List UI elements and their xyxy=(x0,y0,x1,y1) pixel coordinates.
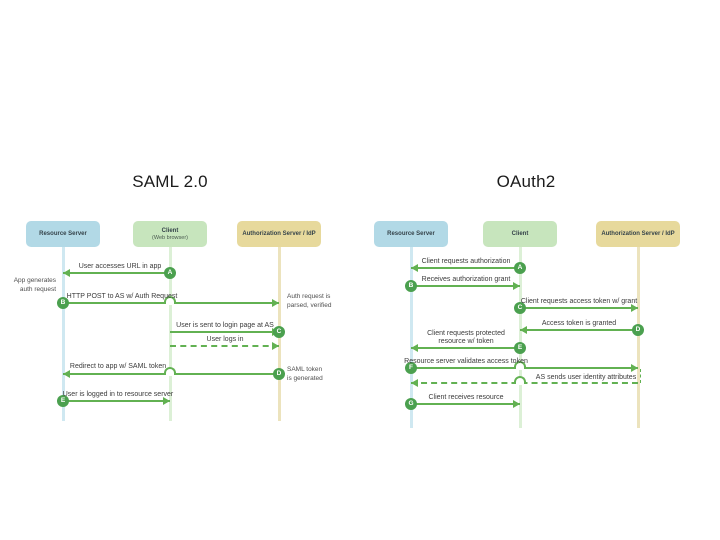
side-note: SAML token is generated xyxy=(287,365,351,383)
actor-label: Resource Server xyxy=(387,231,435,237)
step-badge-a: A xyxy=(514,262,526,274)
side-note: Auth request is parsed, verified xyxy=(287,292,351,310)
message-label: AS sends user identity attributes xyxy=(535,374,637,381)
lifeline-resource-server xyxy=(409,247,413,428)
message-label: HTTP POST to AS w/ Auth Request xyxy=(66,293,178,300)
lifeline-hop xyxy=(514,376,526,385)
message-label: Client requests access token w/ grant xyxy=(520,298,638,305)
message-line xyxy=(411,285,520,287)
message-label: Redirect to app w/ SAML token xyxy=(69,363,167,370)
step-badge-a: A xyxy=(164,267,176,279)
actor-label: Resource Server xyxy=(39,231,87,237)
step-badge-e: E xyxy=(57,395,69,407)
message-label: Access token is granted xyxy=(541,320,617,327)
side-note-line: App generates xyxy=(13,277,56,284)
message-line xyxy=(411,267,520,269)
side-note-line: is generated xyxy=(287,375,323,382)
actor-box-auth-server: Authorization Server / IdP xyxy=(596,221,680,247)
message-line xyxy=(63,400,170,402)
lifeline-auth-server xyxy=(636,247,640,428)
arrowhead-icon xyxy=(63,370,70,378)
message-label: Client requests protected xyxy=(427,330,505,337)
actor-box-client: Client xyxy=(483,221,557,247)
actor-box-resource-server: Resource Server xyxy=(374,221,448,247)
arrowhead-icon xyxy=(411,264,418,272)
message-label: Receives authorization grant xyxy=(421,276,511,283)
side-note-line: auth request xyxy=(19,286,56,293)
step-badge-e: E xyxy=(514,342,526,354)
message-label: Resource server validates access token xyxy=(404,358,528,365)
message-line xyxy=(63,272,170,274)
actor-box-auth-server: Authorization Server / IdP xyxy=(237,221,321,247)
message-label: User logs in xyxy=(206,336,244,343)
lifeline-hop xyxy=(164,367,176,376)
arrowhead-icon xyxy=(520,326,527,334)
message-label: Client requests authorization xyxy=(421,258,511,265)
side-note: App generates auth request xyxy=(0,276,56,294)
actor-sublabel: (Web browser) xyxy=(152,234,188,241)
arrowhead-icon xyxy=(631,364,638,372)
message-line xyxy=(411,403,520,405)
arrowhead-icon xyxy=(513,400,520,408)
arrowhead-icon xyxy=(63,269,70,277)
message-label: User is logged in to resource server xyxy=(62,391,174,398)
step-badge-g: G xyxy=(405,398,417,410)
actor-label: Authorization Server / IdP xyxy=(601,231,675,237)
step-badge-c: C xyxy=(273,326,285,338)
saml-title: SAML 2.0 xyxy=(132,172,208,191)
actor-label: Client xyxy=(161,227,179,234)
side-note-line: Auth request is xyxy=(287,293,331,300)
message-line xyxy=(411,347,520,349)
message-line xyxy=(520,329,638,331)
message-label: User accesses URL in app xyxy=(78,263,162,270)
step-badge-b: B xyxy=(405,280,417,292)
arrowhead-icon xyxy=(411,344,418,352)
message-line xyxy=(170,345,279,347)
oauth2-title: OAuth2 xyxy=(496,172,556,191)
message-line xyxy=(520,307,638,309)
actor-box-resource-server: Resource Server xyxy=(26,221,100,247)
side-note-line: parsed, verified xyxy=(287,302,332,309)
actor-box-client: Client(Web browser) xyxy=(133,221,207,247)
lifeline-client xyxy=(168,247,172,421)
arrowhead-icon xyxy=(631,304,638,312)
step-badge-f: F xyxy=(405,362,417,374)
step-badge-d: D xyxy=(632,324,644,336)
dashed-connector xyxy=(640,369,641,383)
actor-label: Authorization Server / IdP xyxy=(242,231,316,237)
message-label: Client receives resource xyxy=(428,394,504,401)
lifeline-client xyxy=(518,247,522,428)
lifeline-hop xyxy=(514,361,526,370)
step-badge-c: C xyxy=(514,302,526,314)
lifeline-hop xyxy=(164,296,176,305)
step-badge-d: D xyxy=(273,368,285,380)
side-note-line: SAML token xyxy=(287,366,323,373)
actor-label: Client xyxy=(511,231,529,237)
arrowhead-icon xyxy=(163,397,170,405)
arrowhead-icon xyxy=(272,299,279,307)
arrowhead-icon xyxy=(411,379,418,387)
message-line xyxy=(170,331,279,333)
step-badge-b: B xyxy=(57,297,69,309)
message-label: resource w/ token xyxy=(438,338,494,345)
arrowhead-icon xyxy=(272,342,279,350)
arrowhead-icon xyxy=(513,282,520,290)
message-label: User is sent to login page at AS xyxy=(176,322,274,329)
lifeline-resource-server xyxy=(61,247,65,421)
